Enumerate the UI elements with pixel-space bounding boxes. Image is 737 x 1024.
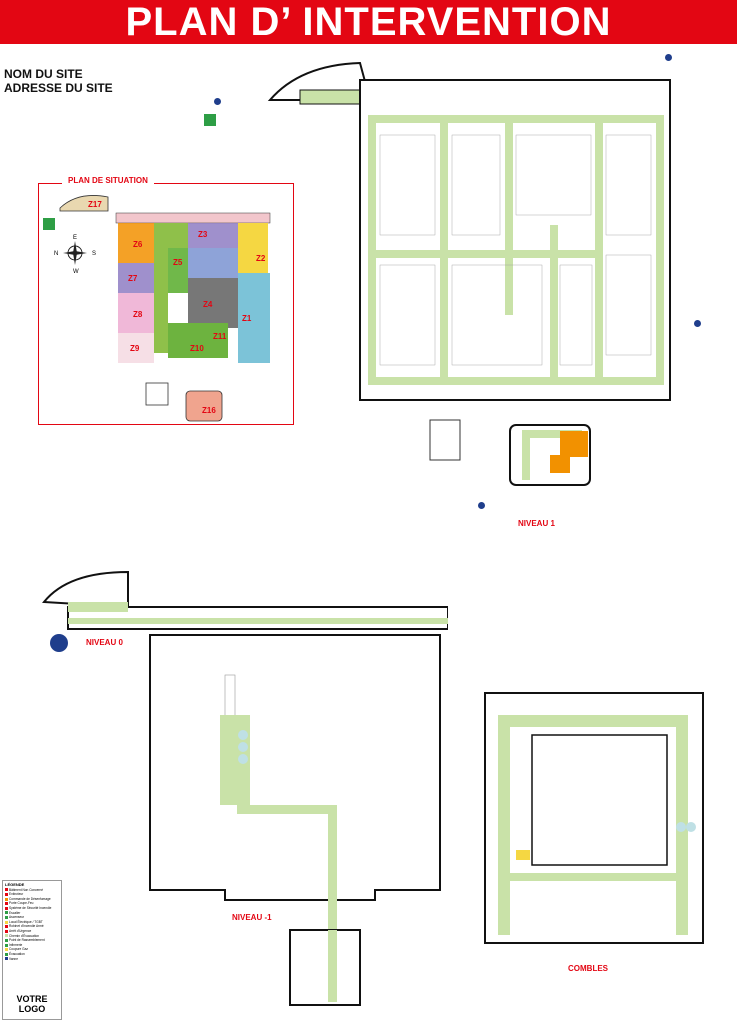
marker-dot bbox=[694, 320, 701, 327]
legend-item-label: Infirmerie bbox=[9, 942, 23, 947]
legend-item-label: Coupure Gaz bbox=[9, 947, 28, 952]
legend-item-label: Système de Sécurité Incendie bbox=[9, 905, 52, 910]
legend-item: Bâtiment Non Concerné bbox=[5, 888, 59, 893]
legend-item: Chemin d'Évacuation bbox=[5, 934, 59, 939]
assembly-point-icon bbox=[43, 218, 55, 230]
svg-text:Z1: Z1 bbox=[242, 314, 252, 323]
legend-swatch-icon bbox=[5, 915, 8, 919]
legend-item: Escalier bbox=[5, 911, 59, 916]
site-name: NOM DU SITE bbox=[4, 67, 83, 81]
svg-text:Z4: Z4 bbox=[203, 300, 213, 309]
svg-text:Z2: Z2 bbox=[256, 254, 266, 263]
plan-combles bbox=[484, 692, 704, 944]
legend-item-label: Bâtiment Non Concerné bbox=[9, 887, 44, 892]
legend-swatch-icon bbox=[5, 920, 8, 924]
legend-item-label: Local Électrique / TGBT bbox=[9, 919, 43, 924]
niveau-0-marker bbox=[50, 634, 68, 652]
legend-item-label: Commande de Désenfumage bbox=[9, 896, 51, 901]
legend-title: LÉGENDE bbox=[5, 882, 25, 887]
legend-swatch-icon bbox=[5, 902, 8, 906]
legend-swatch-icon bbox=[5, 906, 8, 910]
svg-text:Z11: Z11 bbox=[213, 332, 227, 341]
svg-text:Z8: Z8 bbox=[133, 310, 143, 319]
svg-text:Z5: Z5 bbox=[173, 258, 183, 267]
svg-text:Z7: Z7 bbox=[128, 274, 138, 283]
legend-item-label: Ascenseur bbox=[9, 915, 25, 920]
situation-frame bbox=[38, 183, 294, 425]
site-info: NOM DU SITE ADRESSE DU SITE bbox=[4, 67, 113, 95]
svg-text:E: E bbox=[73, 235, 77, 241]
legend-swatch-icon bbox=[5, 888, 8, 892]
level-label-nm1: NIVEAU -1 bbox=[232, 913, 272, 922]
marker-dot bbox=[478, 502, 485, 509]
logo: VOTRE LOGO bbox=[12, 994, 52, 1014]
legend-item-label: Évacuation bbox=[9, 951, 25, 956]
legend-item: Porte Coupe-Feu bbox=[5, 901, 59, 906]
logo-line-2: LOGO bbox=[18, 1004, 46, 1014]
legend-swatch-icon bbox=[5, 957, 8, 961]
legend-swatch-icon bbox=[5, 911, 8, 915]
level-label-n0: NIVEAU 0 bbox=[86, 638, 123, 647]
legend-swatch-icon bbox=[5, 938, 8, 942]
legend-item-label: Robinet d'Incendie Armé bbox=[9, 924, 44, 929]
svg-text:Z3: Z3 bbox=[198, 230, 208, 239]
legend-item: Coupure Gaz bbox=[5, 947, 59, 952]
legend-swatch-icon bbox=[5, 892, 8, 896]
level-label-n1: NIVEAU 1 bbox=[518, 519, 555, 528]
page-title: PLAN D’ INTERVENTION bbox=[0, 0, 737, 44]
plan-niveau-moins-1 bbox=[149, 634, 441, 1006]
svg-text:W: W bbox=[73, 269, 79, 275]
legend-swatch-icon bbox=[5, 952, 8, 956]
compass-icon bbox=[63, 241, 87, 265]
logo-line-1: VOTRE bbox=[16, 994, 48, 1004]
legend-item: Infirmerie bbox=[5, 943, 59, 948]
legend-swatch-icon bbox=[5, 934, 8, 938]
site-address: ADRESSE DU SITE bbox=[4, 81, 113, 95]
marker-dot bbox=[214, 98, 221, 105]
legend-item-label: Escalier bbox=[9, 910, 21, 915]
situation-title: PLAN DE SITUATION bbox=[62, 176, 154, 185]
legend-swatch-icon bbox=[5, 948, 8, 952]
svg-text:Z17: Z17 bbox=[88, 200, 102, 209]
svg-text:S: S bbox=[92, 251, 96, 257]
legend-item: Robinet d'Incendie Armé bbox=[5, 924, 59, 929]
level-label-combles: COMBLES bbox=[568, 964, 608, 973]
legend-item: Local Électrique / TGBT bbox=[5, 920, 59, 925]
legend-swatch-icon bbox=[5, 929, 8, 933]
legend-item-label: Arrêt d'Urgence bbox=[9, 928, 32, 933]
legend-item: Vanne bbox=[5, 957, 59, 962]
legend-item-label: Extincteur bbox=[9, 892, 24, 897]
marker-dot bbox=[665, 54, 672, 61]
legend-item: Point de Rassemblement bbox=[5, 938, 59, 943]
legend-item-label: Chemin d'Évacuation bbox=[9, 933, 40, 938]
legend-item: Arrêt d'Urgence bbox=[5, 929, 59, 934]
legend-item-label: Porte Coupe-Feu bbox=[9, 901, 34, 906]
legend-item: Commande de Désenfumage bbox=[5, 897, 59, 902]
legend-swatch-icon bbox=[5, 925, 8, 929]
legend-swatch-icon bbox=[5, 897, 8, 901]
legend-item-label: Point de Rassemblement bbox=[9, 938, 45, 943]
svg-text:N: N bbox=[54, 251, 58, 257]
legend-item: Ascenseur bbox=[5, 915, 59, 920]
legend-item: Système de Sécurité Incendie bbox=[5, 906, 59, 911]
legend-item: Évacuation bbox=[5, 952, 59, 957]
svg-text:Z9: Z9 bbox=[130, 344, 140, 353]
assembly-point-icon bbox=[204, 114, 216, 126]
plan-niveau-0 bbox=[42, 570, 448, 630]
svg-text:Z6: Z6 bbox=[133, 240, 143, 249]
svg-text:Z10: Z10 bbox=[190, 344, 204, 353]
legend-item-label: Vanne bbox=[9, 956, 18, 961]
plan-niveau-1 bbox=[267, 61, 671, 486]
situation-map: E N S W Z17 Z6 Z3 Z5 Z2 Z7 Z4 Z8 Z1 Z9 Z… bbox=[54, 195, 271, 422]
legend-swatch-icon bbox=[5, 943, 8, 947]
legend-item: Extincteur bbox=[5, 892, 59, 897]
svg-text:Z16: Z16 bbox=[202, 406, 216, 415]
